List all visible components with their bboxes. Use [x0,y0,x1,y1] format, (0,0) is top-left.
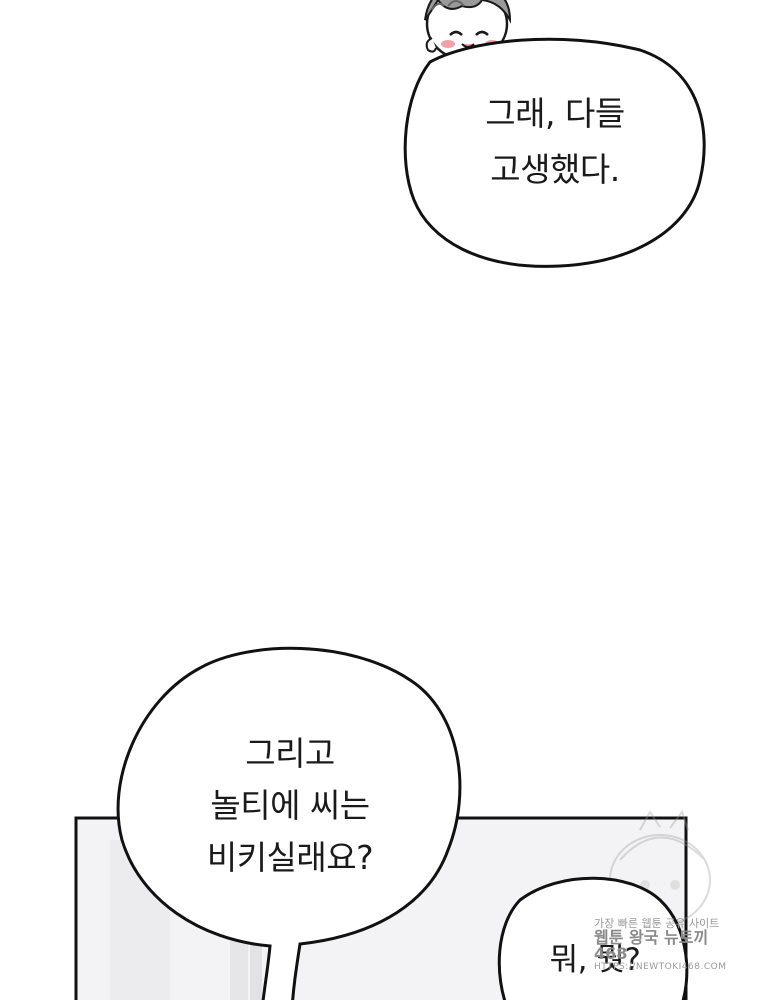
speech-text-bottom-right: 뭐, 뭣? [520,940,670,980]
site-watermark: 가장 빠른 웹툰 공유 사이트 웹툰 왕국 뉴토끼468 HTTPS://NEW… [594,918,734,973]
speech-bubble-bottom-right [497,876,689,1000]
watermark-tagline: 가장 빠른 웹툰 공유 사이트 [594,917,720,930]
speech-line: 그래, 다들 [485,94,625,133]
watermark-title: 웹툰 왕국 뉴토끼468 [594,927,709,964]
speech-line: 비키실래요? [206,838,374,877]
speech-text-top: 그래, 다들 고생했다. [450,86,660,198]
speech-line: 놀티에 씨는 [210,786,370,825]
speech-text-middle: 그리고 놀티에 씨는 비키실래요? [160,728,420,884]
watermark-url: HTTPS://NEWTOKI468.COM [594,962,727,973]
speech-line: 고생했다. [490,150,620,189]
speech-line: 그리고 [245,734,335,773]
speech-line: 뭐, 뭣? [549,942,641,978]
speech-bubble-middle [116,646,462,1000]
speech-bubble-top [403,37,706,268]
